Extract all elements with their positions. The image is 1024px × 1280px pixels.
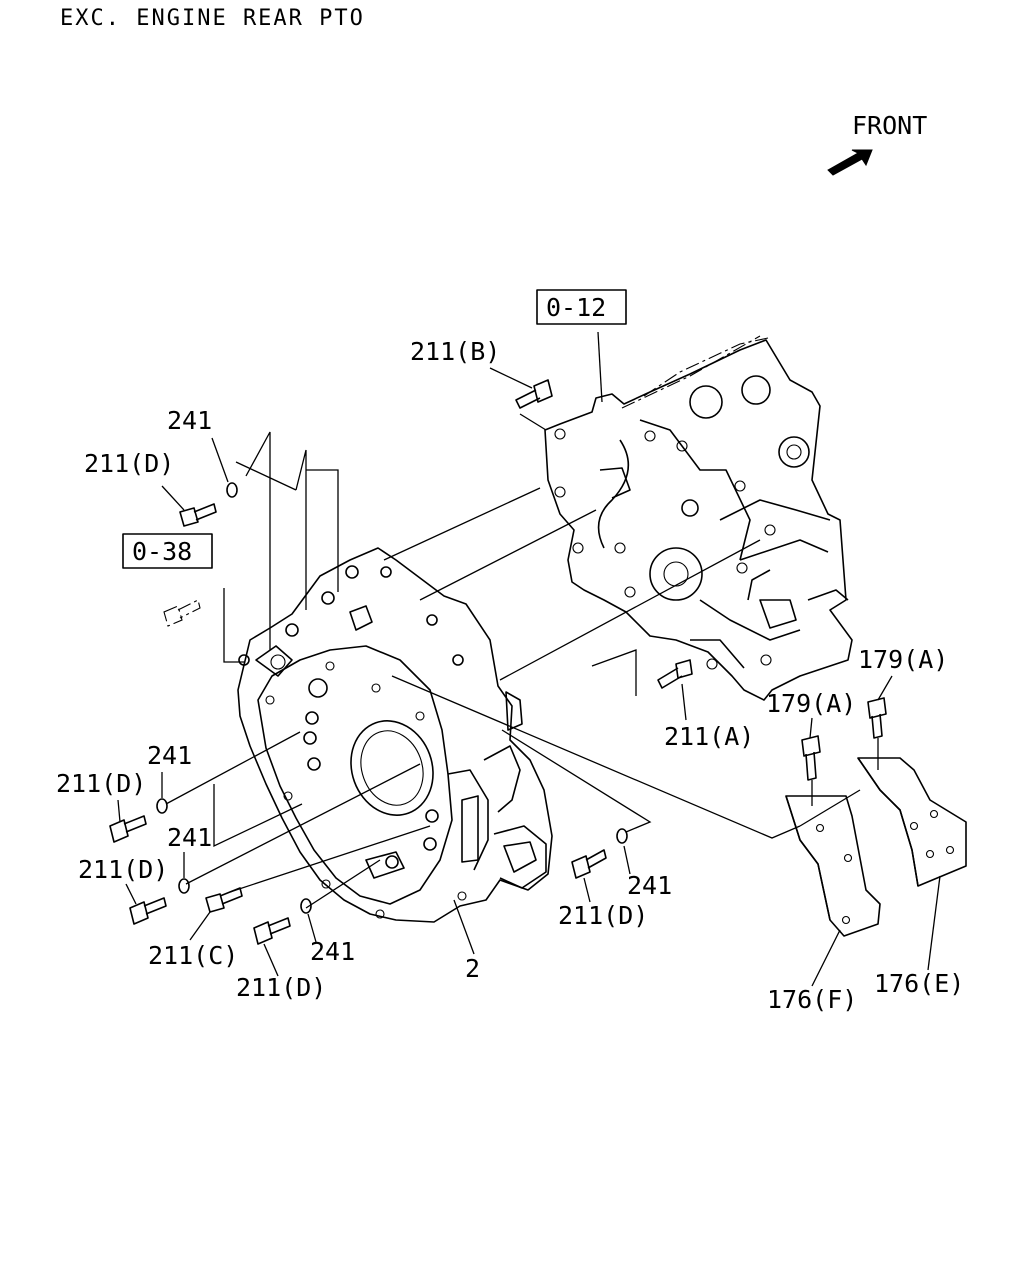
reference-box-0-12-label: 0-12 (546, 293, 606, 322)
bolt-211-d-mid (109, 815, 147, 843)
callout-part-2: 2 (465, 954, 480, 983)
diagram-title: EXC. ENGINE REAR PTO (60, 6, 365, 31)
front-label: FRONT (852, 111, 927, 140)
washer-241-right (616, 828, 628, 844)
bolt-211-b (515, 379, 553, 409)
callout-241-low: 241 (167, 823, 212, 852)
bracket-176-f (785, 795, 881, 937)
callout-211-d-bottom: 211(D) (236, 973, 326, 1002)
bolt-211-d-top (179, 503, 217, 527)
bolt-211-d-right (571, 849, 607, 879)
callout-211-c: 211(C) (148, 941, 238, 970)
callout-241-mid: 241 (147, 741, 192, 770)
washer-241-low (178, 878, 190, 894)
flywheel-housing (237, 547, 553, 923)
callout-179-a-left: 179(A) (766, 689, 856, 718)
bolt-211-c (205, 887, 243, 913)
callout-211-d-right: 211(D) (558, 901, 648, 930)
bolt-211-a (657, 659, 693, 689)
callout-241-bottom: 241 (310, 937, 355, 966)
callout-211-d-mid: 211(D) (56, 769, 146, 798)
bolt-211-d-bottom (253, 917, 291, 945)
bolt-0-38 (163, 599, 201, 627)
leader-lines (117, 367, 941, 987)
callout-176-f: 176(F) (767, 985, 857, 1014)
reference-box-0-38-label: 0-38 (132, 537, 192, 566)
engine-block (544, 335, 853, 701)
callout-211-d-top: 211(D) (84, 449, 174, 478)
washer-241-bottom (300, 898, 312, 914)
bolt-179-a-right (867, 697, 887, 739)
bolt-179-a-left (801, 735, 821, 781)
callout-211-a: 211(A) (664, 722, 754, 751)
callout-179-a-right: 179(A) (858, 645, 948, 674)
callout-176-e: 176(E) (874, 969, 964, 998)
front-arrow-icon (827, 149, 873, 176)
washer-241-mid (156, 798, 168, 814)
callout-211-d-low: 211(D) (78, 855, 168, 884)
washer-241-top (226, 482, 238, 498)
assembly-lines (165, 331, 879, 909)
bracket-176-e (857, 757, 967, 887)
callout-241-top: 241 (167, 406, 212, 435)
reference-box-0-38[interactable]: 0-38 (122, 533, 213, 569)
callout-211-b: 211(B) (410, 337, 500, 366)
reference-box-0-12[interactable]: 0-12 (536, 289, 627, 325)
bolt-211-d-low (129, 897, 167, 925)
callout-241-right: 241 (627, 871, 672, 900)
